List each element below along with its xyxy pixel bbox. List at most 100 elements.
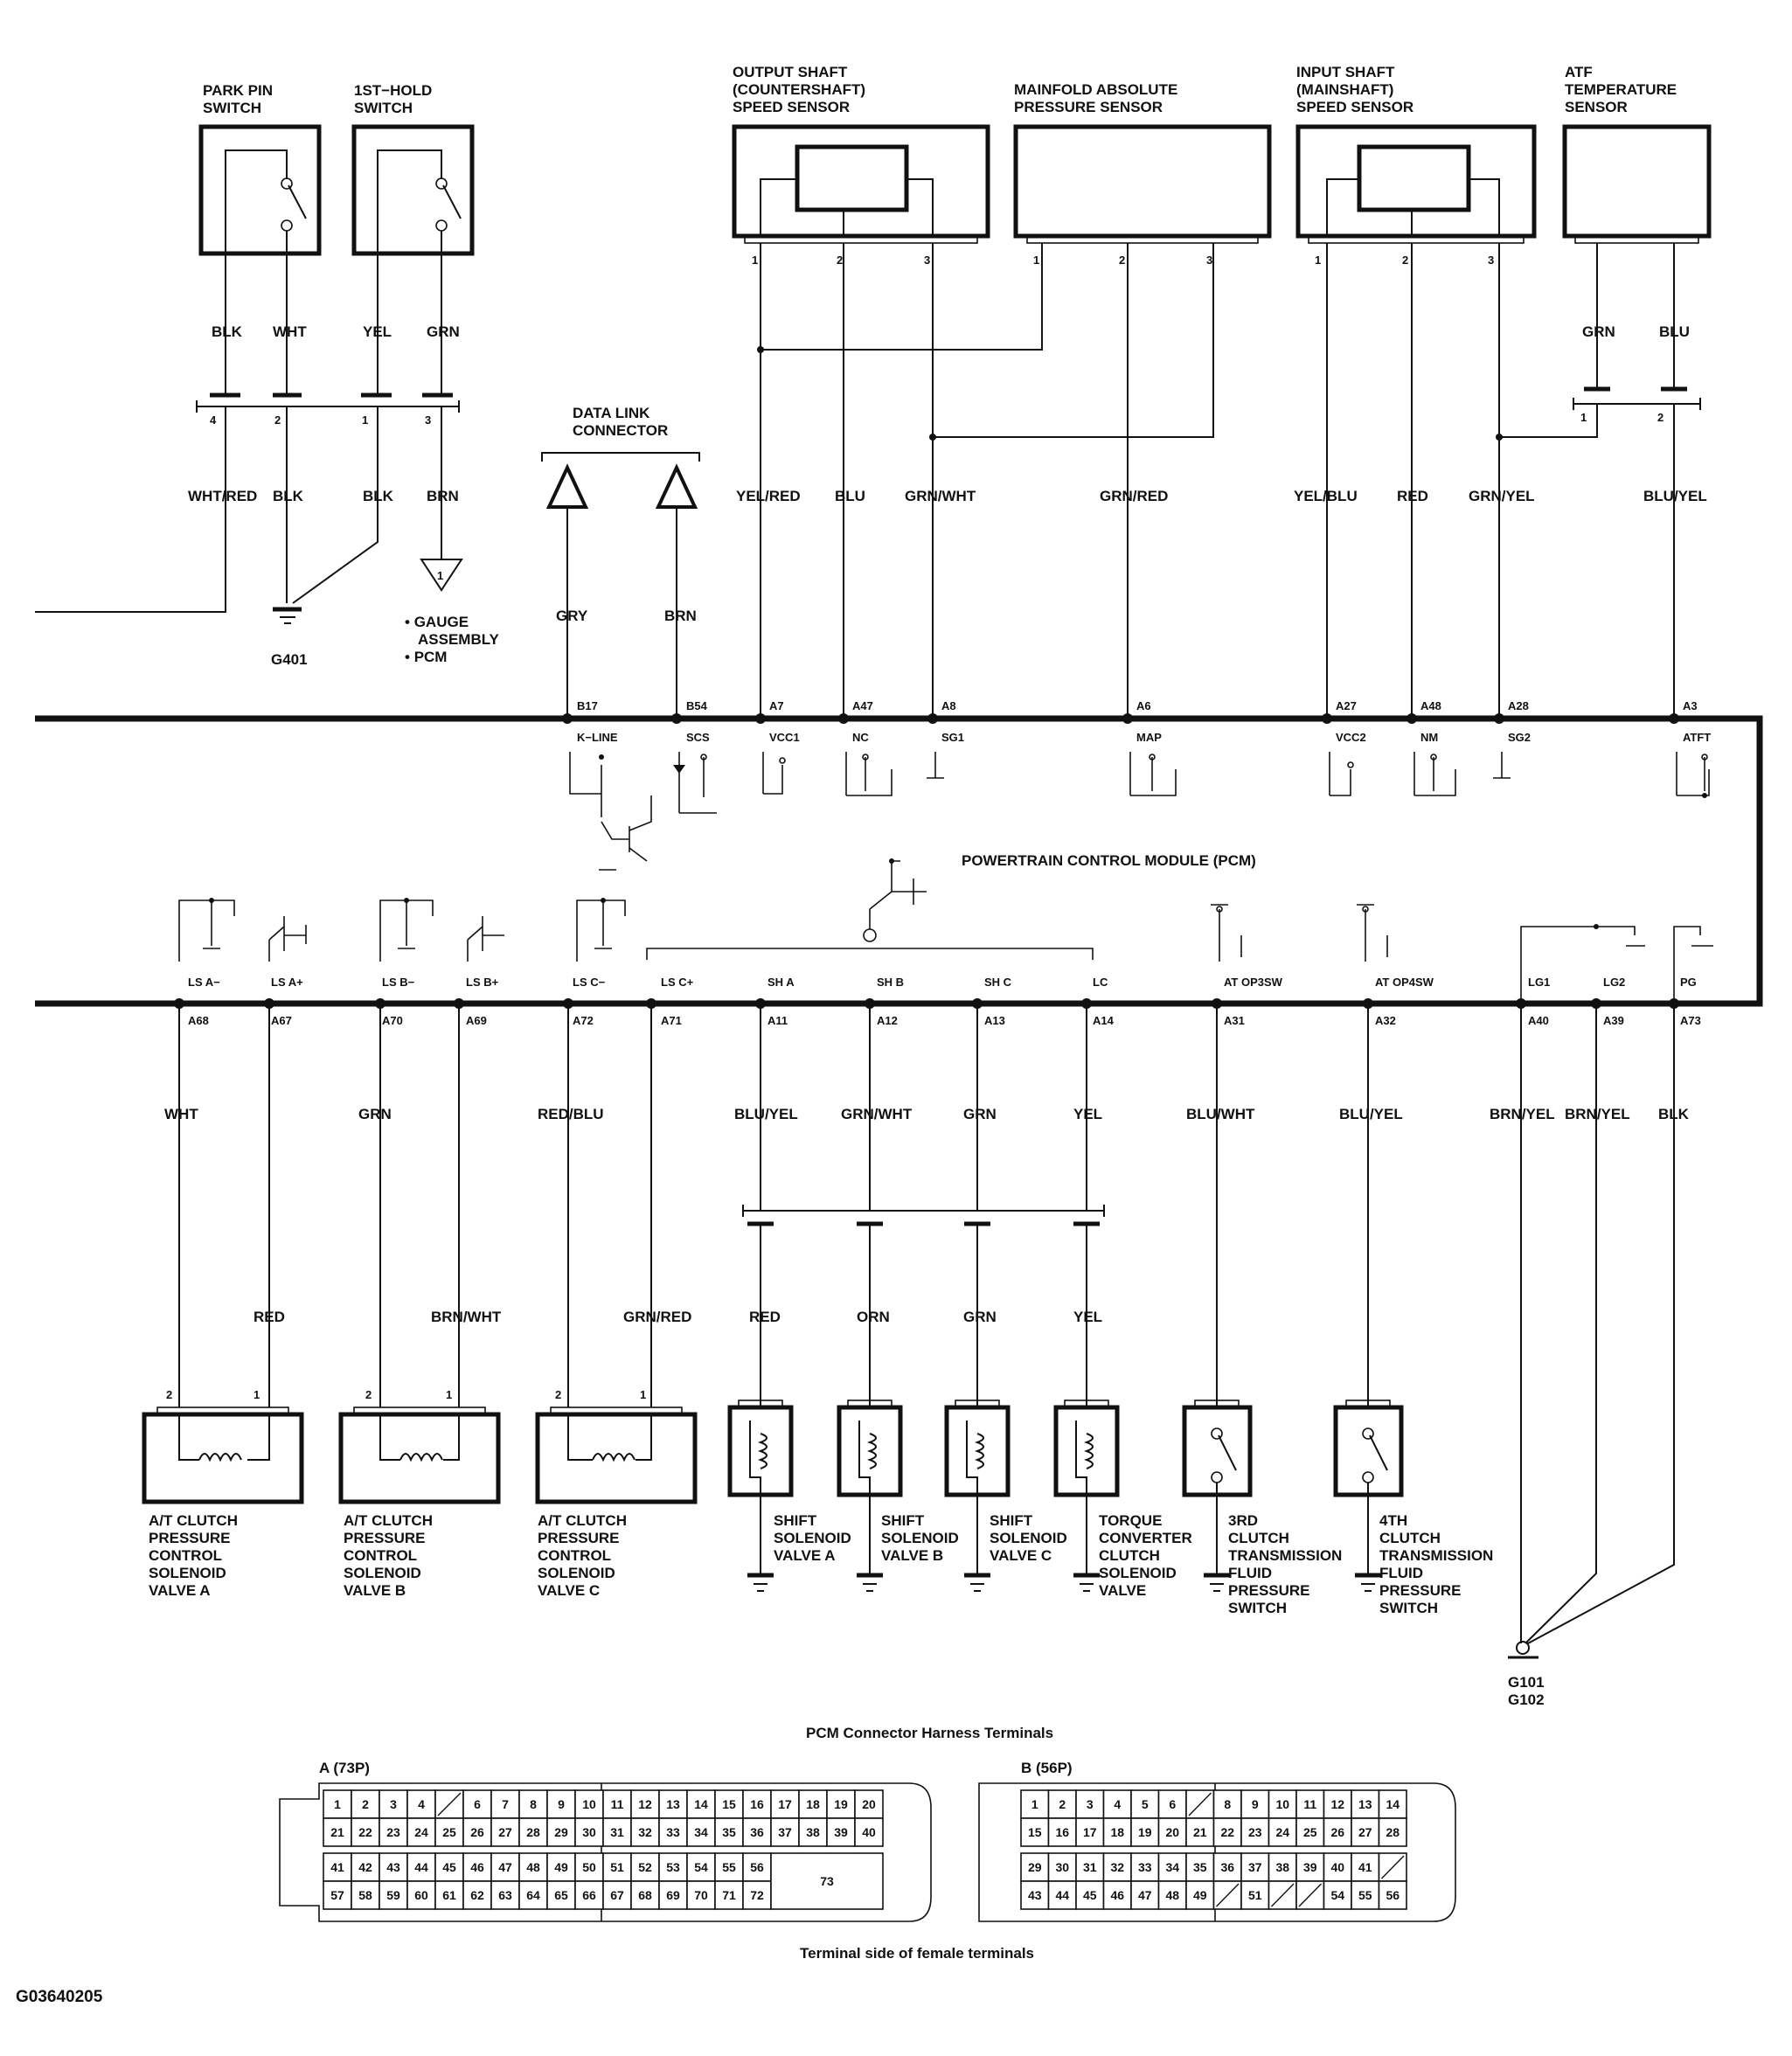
map-pin-1: 1 — [1033, 254, 1039, 267]
conn-b-terminal: 49 — [1193, 1888, 1207, 1902]
lsb-l2: PRESSURE — [344, 1530, 426, 1546]
wire-grn-shc2: GRN — [963, 1309, 997, 1325]
svg-text:A/T CLUTCH: A/T CLUTCH — [344, 1512, 433, 1529]
sig-lg2: LG2 — [1603, 976, 1625, 989]
conn-b-terminal: 43 — [1028, 1888, 1042, 1902]
conn-b-terminal: 32 — [1110, 1860, 1124, 1874]
wire-gry: GRY — [556, 608, 588, 624]
sha-l1: SHIFT — [774, 1512, 817, 1529]
oss-pin-3: 3 — [924, 254, 930, 267]
oss-pin-2: 2 — [837, 254, 843, 267]
svg-text:3RD: 3RD — [1228, 1512, 1258, 1529]
wire-orn-shb: ORN — [857, 1309, 890, 1325]
conn-a-terminal: 12 — [638, 1797, 652, 1811]
upper-wiring — [35, 243, 1701, 719]
conn-a-terminal: 11 — [611, 1797, 624, 1811]
gauge-note-2: ASSEMBLY — [418, 631, 500, 648]
atf-temperature-sensor — [1562, 124, 1712, 244]
conn-a-terminal: 27 — [498, 1825, 512, 1839]
wire-h-yel: YEL — [363, 323, 392, 340]
conn-a-terminal: 35 — [722, 1825, 736, 1839]
first-hold-switch — [351, 124, 475, 297]
shc-l2: SOLENOID — [990, 1530, 1067, 1546]
iss-pin-1: 1 — [1315, 254, 1321, 267]
conn-b-terminal: 30 — [1055, 1860, 1069, 1874]
svg-text:SOLENOID: SOLENOID — [1099, 1565, 1177, 1581]
wire-brnyel-1: BRN/YEL — [1490, 1106, 1555, 1122]
figure-id: G03640205 — [16, 1988, 103, 2006]
svg-text:VALVE A: VALVE A — [774, 1547, 836, 1564]
conn-b-terminal: 23 — [1248, 1825, 1262, 1839]
wire-grn-lsb: GRN — [358, 1106, 392, 1122]
wire-pp-wht: WHT — [273, 323, 307, 340]
solenoid-lsc: 2 1 — [535, 1388, 698, 1504]
shb-l1: SHIFT — [881, 1512, 925, 1529]
atf-title-2: TEMPERATURE — [1565, 81, 1677, 98]
conn-b-terminal: 37 — [1248, 1860, 1262, 1874]
wire-bluyel-sha: BLU/YEL — [734, 1106, 798, 1122]
sig-map: MAP — [1136, 731, 1162, 744]
sig-lsb-plus: LS B+ — [466, 976, 499, 989]
svg-text:SOLENOID: SOLENOID — [344, 1565, 421, 1581]
tcc-l4: SOLENOID — [1099, 1565, 1177, 1581]
lsc-pin-2: 2 — [555, 1388, 561, 1401]
conn-a-terminal: 36 — [750, 1825, 764, 1839]
conn-b-terminal: 16 — [1055, 1825, 1069, 1839]
wire-wht: WHT — [164, 1106, 198, 1122]
conn-a-terminal: 21 — [330, 1825, 344, 1839]
conn-a-terminal: 14 — [694, 1797, 708, 1811]
svg-text:VALVE B: VALVE B — [344, 1582, 406, 1599]
conn-b-terminal: 24 — [1275, 1825, 1289, 1839]
term-a39: A39 — [1603, 1014, 1624, 1027]
lower-pcm-terminals: LS A− LS A+ LS B− LS B+ LS C− LS C+ SH A… — [174, 976, 1701, 1027]
conn-b-terminal: 14 — [1386, 1797, 1400, 1811]
sha-l2: SOLENOID — [774, 1530, 851, 1546]
conn-a-terminal: 48 — [526, 1860, 540, 1874]
conn-a-terminal: 17 — [778, 1797, 792, 1811]
sig-atft: ATFT — [1683, 731, 1711, 744]
dlc-label-1: DATA LINK — [573, 405, 650, 421]
wire-atf-grn: GRN — [1582, 323, 1615, 340]
shc-l3: VALVE C — [990, 1547, 1052, 1564]
conn-b-terminal: 40 — [1330, 1860, 1344, 1874]
conn-pin-4: 4 — [210, 413, 217, 427]
term-a70: A70 — [382, 1014, 403, 1027]
op4-l1: 4TH — [1379, 1512, 1407, 1529]
conn-b-terminal: 28 — [1386, 1825, 1400, 1839]
svg-text:TORQUE: TORQUE — [1099, 1512, 1162, 1529]
svg-text:OUTPUT SHAFT: OUTPUT SHAFT — [733, 64, 848, 80]
term-a6: A6 — [1136, 699, 1151, 712]
conn-a-terminal: 8 — [530, 1797, 537, 1811]
gauge-note-3-text: PCM — [414, 649, 448, 665]
ground-symbols — [747, 1573, 1381, 1592]
svg-text:SHIFT: SHIFT — [990, 1512, 1033, 1529]
conn-a-terminal: 2 — [362, 1797, 369, 1811]
wire-yel-lc2: YEL — [1073, 1309, 1102, 1325]
pressure-switches — [1182, 1400, 1404, 1573]
oss-title-2: (COUNTERSHAFT) — [733, 81, 865, 98]
conn-a-terminal: 53 — [666, 1860, 680, 1874]
wire-pp-blk: BLK — [212, 323, 243, 340]
sig-sha: SH A — [768, 976, 795, 989]
lsa-l4: SOLENOID — [149, 1565, 226, 1581]
conn-a-terminal: 43 — [386, 1860, 400, 1874]
conn-a-terminal-big: 73 — [820, 1874, 834, 1888]
term-a67: A67 — [271, 1014, 292, 1027]
conn-a-terminal: 54 — [694, 1860, 708, 1874]
lsc-l1: A/T CLUTCH — [538, 1512, 627, 1529]
pcm-internal-upper — [569, 752, 1710, 871]
lsb-pin-1: 1 — [446, 1388, 452, 1401]
wire-blk-2: BLK — [363, 488, 394, 504]
dlc-label-2: CONNECTOR — [573, 422, 668, 439]
lsb-pin-2: 2 — [365, 1388, 372, 1401]
conn-b-terminal: 48 — [1165, 1888, 1179, 1902]
wire-grnyel: GRN/YEL — [1469, 488, 1535, 504]
op3-l3: TRANSMISSION — [1228, 1547, 1342, 1564]
op3-l1: 3RD — [1228, 1512, 1258, 1529]
conn-b-terminal: 2 — [1059, 1797, 1066, 1811]
svg-text:SWITCH: SWITCH — [1228, 1600, 1287, 1616]
svg-text:VALVE B: VALVE B — [881, 1547, 943, 1564]
conn-b-terminal: 17 — [1083, 1825, 1097, 1839]
lsa-pin-2: 2 — [166, 1388, 172, 1401]
